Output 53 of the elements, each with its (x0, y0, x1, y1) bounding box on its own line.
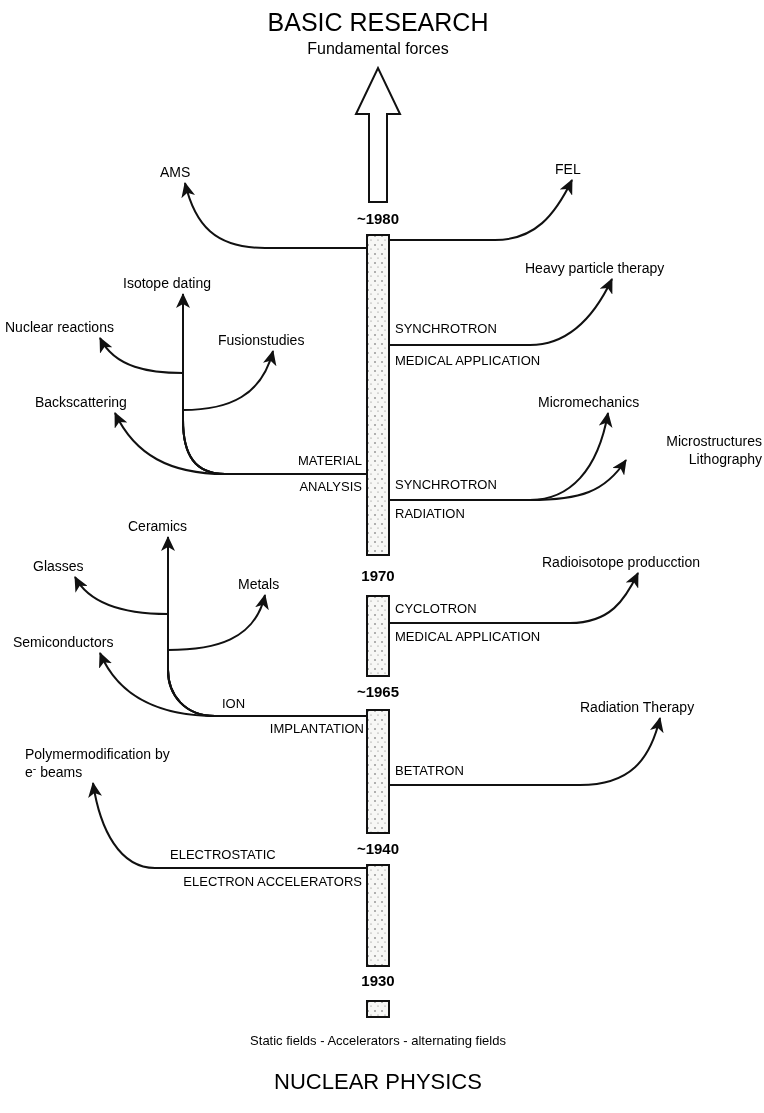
branch-label: MATERIAL (296, 452, 362, 470)
arrow (88, 782, 367, 869)
timeline-bar (366, 234, 390, 556)
branch-label: ELECTROSTATIC (170, 846, 277, 864)
subheading: Fundamental forces (307, 39, 449, 59)
branch-label: ELECTRON ACCELERATORS (182, 873, 362, 891)
branch-label: Fusionstudies (218, 331, 306, 349)
branch-label: Backscattering (35, 393, 128, 411)
branch-label: AMS (160, 163, 192, 181)
branch-label: Radiation Therapy (580, 698, 696, 716)
branch-label: IMPLANTATION (268, 720, 364, 738)
arrow (389, 459, 627, 501)
branch-label: SYNCHROTRON (395, 476, 498, 494)
arrow (389, 179, 573, 241)
timeline-bar (366, 709, 390, 834)
branch-label: Ceramics (128, 517, 189, 535)
branch-label: BETATRON (395, 762, 465, 780)
branch-label: Nuclear reactions (5, 318, 115, 336)
arrow (389, 278, 613, 346)
timeline-bar (366, 1000, 390, 1018)
branch-label: SYNCHROTRON (395, 320, 498, 338)
year-label: 1970 (360, 567, 396, 585)
arrow (99, 652, 367, 717)
year-label: ~1980 (355, 210, 401, 228)
arrow (389, 717, 664, 786)
branch-label: Polymermodification by e$^{-}$ beams (25, 745, 171, 781)
branch-label: Metals (238, 575, 281, 593)
branch-label: RADIATION (395, 505, 466, 523)
arrow (181, 182, 367, 249)
branch-label: Semiconductors (13, 633, 115, 651)
branch-label: MEDICAL APPLICATION (395, 352, 542, 370)
branch-label: MEDICAL APPLICATION (395, 628, 542, 646)
arrow (389, 572, 639, 624)
branch-label: Microstructures Lithography (665, 432, 762, 468)
heading: BASIC RESEARCH (267, 7, 489, 38)
branch-label: Radioisotope producction (542, 553, 701, 571)
branch-label: Micromechanics (538, 393, 641, 411)
timeline-bar (366, 595, 390, 677)
footer-note: Static fields - Accelerators - alternating fields (249, 1032, 507, 1050)
branch-label: Heavy particle therapy (525, 259, 666, 277)
arrow (114, 412, 367, 475)
footer-heading: NUCLEAR PHYSICS (273, 1068, 483, 1096)
year-label: ~1940 (355, 840, 401, 858)
branch-label: FEL (555, 160, 582, 178)
branch-label: CYCLOTRON (395, 600, 478, 618)
branch-label: Glasses (33, 557, 85, 575)
timeline-bar (366, 864, 390, 967)
block-arrow (354, 65, 402, 203)
branch-label: ION (222, 695, 247, 713)
branch-label: ANALYSIS (298, 478, 362, 496)
branch-label: Isotope dating (123, 274, 212, 292)
year-label: 1930 (360, 972, 396, 990)
year-label: ~1965 (355, 683, 401, 701)
